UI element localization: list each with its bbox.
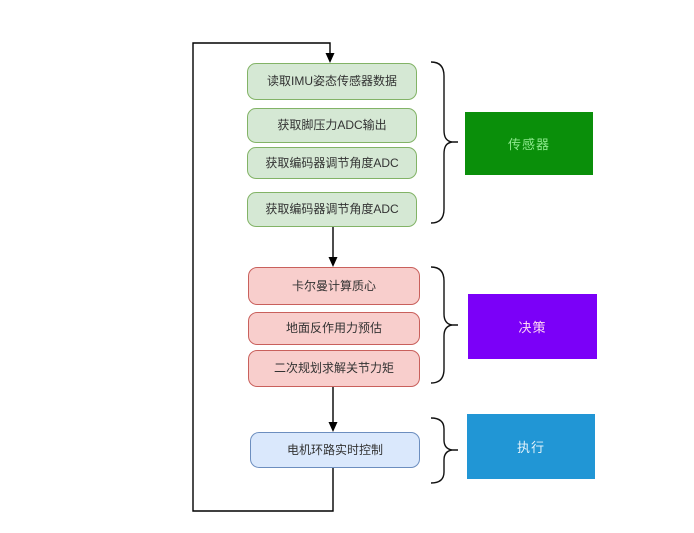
decision-step-qp-joint-torque: 二次规划求解关节力矩 [248, 350, 420, 387]
sensor-step-encoder-angle-adc-2: 获取编码器调节角度ADC [247, 192, 417, 227]
decision-to-execute-arrowhead-icon [328, 422, 338, 432]
execute-brace-icon [430, 417, 458, 484]
sensor-to-decision-arrowhead-icon [328, 257, 338, 267]
decision-group-label: 决策 [468, 294, 597, 359]
sensor-step-encoder-angle-adc-1: 获取编码器调节角度ADC [247, 147, 417, 179]
feedback-loop-line [192, 42, 334, 512]
sensor-group-label: 传感器 [465, 112, 593, 175]
execute-step-motor-loop-control: 电机环路实时控制 [250, 432, 420, 468]
sensor-step-read-imu: 读取IMU姿态传感器数据 [247, 63, 417, 100]
decision-brace-icon [430, 266, 458, 384]
feedback-arrowhead-icon [325, 53, 335, 63]
decision-step-kalman-com: 卡尔曼计算质心 [248, 267, 420, 305]
decision-step-ground-reaction-force: 地面反作用力预估 [248, 312, 420, 345]
execute-group-label: 执行 [467, 414, 595, 479]
sensor-brace-icon [430, 61, 458, 224]
sensor-step-foot-pressure-adc: 获取脚压力ADC输出 [247, 108, 417, 143]
